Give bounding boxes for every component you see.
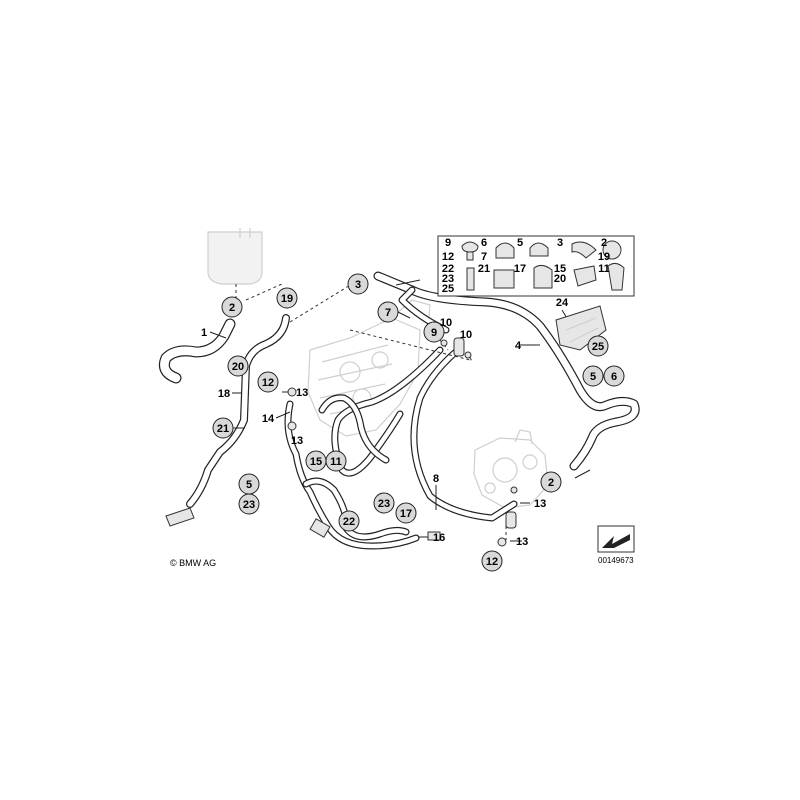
callout-21: 21 (212, 417, 234, 439)
svg-text:5: 5 (246, 479, 252, 491)
callout-2-right: 2 (540, 471, 562, 493)
svg-text:20: 20 (232, 361, 244, 373)
callout-5-left: 5 (238, 473, 260, 495)
hose-1 (158, 318, 236, 384)
svg-text:12: 12 (262, 377, 274, 389)
legend-number: 7 (481, 251, 487, 263)
label-13-d: 13 (516, 536, 528, 548)
callout-3: 3 (347, 273, 369, 295)
svg-text:6: 6 (611, 371, 617, 383)
label-1: 1 (201, 327, 207, 339)
svg-text:22: 22 (343, 516, 355, 528)
hose-18 (186, 314, 290, 508)
svg-text:12: 12 (486, 556, 498, 568)
svg-text:19: 19 (281, 293, 293, 305)
callout-2-top: 2 (221, 296, 243, 318)
label-10-b: 10 (460, 329, 472, 341)
svg-text:9: 9 (431, 327, 437, 339)
leader-lines (209, 279, 591, 542)
svg-text:5: 5 (590, 371, 596, 383)
callout-circles: 2 19 3 7 9 20 12 21 15 11 5 23 23 22 17 … (212, 273, 625, 572)
callout-5-right: 5 (582, 365, 604, 387)
svg-text:25: 25 (592, 341, 604, 353)
svg-text:7: 7 (385, 307, 391, 319)
label-13-c: 13 (534, 498, 546, 510)
callout-19: 19 (276, 287, 298, 309)
svg-text:2: 2 (229, 302, 235, 314)
label-4: 4 (515, 340, 522, 352)
hose-11-15 (331, 346, 444, 477)
legend-number: 21 (478, 263, 490, 275)
legend-number: 5 (517, 237, 523, 249)
legend-number: 20 (554, 273, 566, 285)
parts-legend: 9 6 5 3 2 12 7 19 22 21 17 15 11 23 20 25 (437, 235, 635, 297)
legend-number: 6 (481, 237, 487, 249)
legend-number: 11 (598, 263, 610, 275)
svg-text:3: 3 (355, 279, 361, 291)
svg-text:21: 21 (217, 423, 229, 435)
hose-13-14 (284, 400, 420, 550)
legend-number: 19 (598, 251, 610, 263)
dashed-lines (235, 283, 507, 540)
callout-17: 17 (395, 502, 417, 524)
hose-8 (410, 346, 518, 522)
svg-text:23: 23 (378, 498, 390, 510)
callout-9: 9 (423, 321, 445, 343)
hose-lines (158, 271, 640, 550)
arrow-icon (597, 525, 635, 553)
legend-numbers: 9 6 5 3 2 12 7 19 22 21 17 15 11 23 20 25 (442, 237, 610, 295)
callout-11: 11 (325, 450, 347, 472)
legend-number: 25 (442, 283, 454, 295)
document-number: 00149673 (598, 556, 634, 565)
label-16: 16 (433, 532, 445, 544)
callout-23-mid: 23 (373, 492, 395, 514)
legend-number: 15 (554, 263, 566, 275)
legend-number: 2 (601, 237, 607, 249)
legend-number: 22 (442, 263, 454, 275)
callout-23-left: 23 (238, 493, 260, 515)
callout-12-left: 12 (257, 371, 279, 393)
callout-20: 20 (227, 355, 249, 377)
legend-number: 3 (557, 237, 563, 249)
legend-number: 9 (445, 237, 451, 249)
legend-number: 17 (514, 263, 526, 275)
callout-6-right: 6 (603, 365, 625, 387)
label-13-b: 13 (291, 435, 303, 447)
copyright-text: © BMW AG (170, 558, 216, 568)
svg-text:17: 17 (400, 508, 412, 520)
callout-22: 22 (338, 510, 360, 532)
reservoir-ghost (207, 228, 263, 285)
callout-7: 7 (377, 301, 399, 323)
callout-12-bottom: 12 (481, 550, 503, 572)
plain-labels: 1 18 14 13 13 10 10 4 8 13 13 16 24 (201, 297, 569, 548)
svg-text:15: 15 (310, 456, 322, 468)
callout-25: 25 (587, 335, 609, 357)
label-14: 14 (262, 413, 275, 425)
label-10-a: 10 (440, 317, 452, 329)
legend-icons (461, 240, 625, 291)
svg-text:23: 23 (243, 499, 255, 511)
label-24: 24 (556, 297, 569, 309)
engine-block-ghost (307, 299, 431, 437)
legend-number: 23 (442, 273, 454, 285)
callout-15: 15 (305, 450, 327, 472)
legend-number: 12 (442, 251, 454, 263)
label-13-a: 13 (296, 387, 308, 399)
label-8: 8 (433, 473, 439, 485)
steering-gear-ghost (473, 429, 549, 509)
svg-text:11: 11 (330, 456, 342, 468)
hose-mid (318, 394, 390, 464)
svg-text:2: 2 (548, 477, 554, 489)
label-18: 18 (218, 388, 230, 400)
hose-3-4 (373, 271, 640, 471)
